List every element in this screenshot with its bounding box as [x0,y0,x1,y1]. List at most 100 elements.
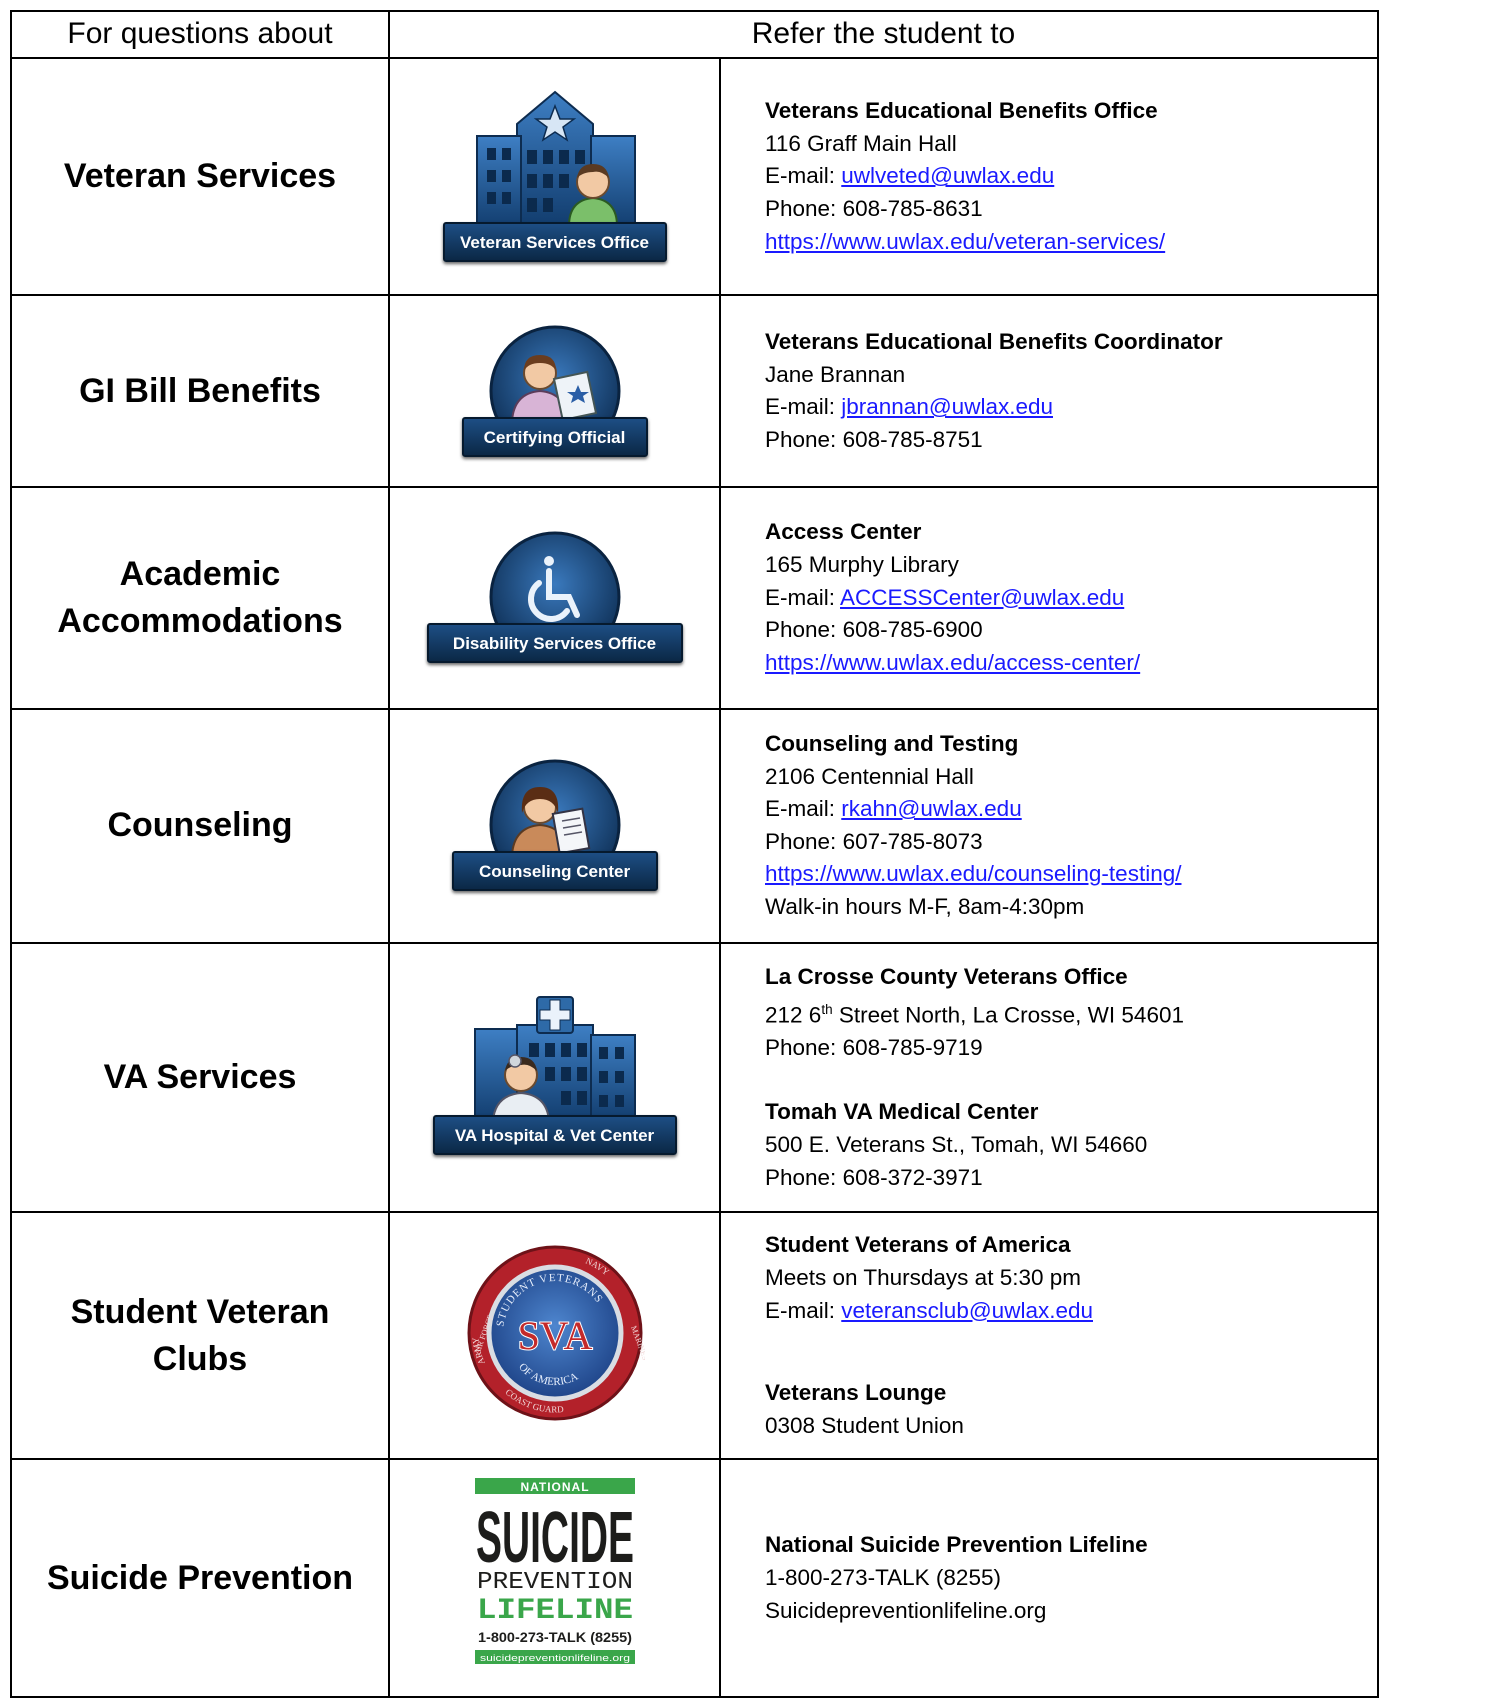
email-link[interactable]: jbrannan@uwlax.edu [841,394,1053,420]
header-row: For questions about Refer the student to [10,10,1379,59]
topic-label: GI Bill Benefits [79,371,321,410]
sva-seal-icon: ARMY NAVY COAST GUARD AIR FORCE MARINES … [465,1243,645,1423]
logo-suicide: SUICIDE [476,1498,634,1578]
topic-label: Veteran Services [63,157,337,196]
website-link[interactable]: https://www.uwlax.edu/veteran-services/ [765,228,1166,254]
contact-email-line: E-mail: uwlveted@uwlax.edu [765,160,1377,193]
topic-label-line1: Student Veteran [70,1292,330,1331]
contact-cell: Access Center 165 Murphy Library E-mail:… [719,486,1379,710]
topic-label-line1: Academic [119,554,281,593]
contact-title: Counseling and Testing [765,730,1019,756]
badge-label: Veteran Services Office [442,222,667,263]
contact-address-2: 0308 Student Union [765,1412,964,1438]
logo-site: suicidepreventionlifeline.org [480,1653,630,1663]
logo-prevention: PREVENTION [477,1569,633,1596]
topic-label: Suicide Prevention [46,1558,354,1597]
contact-email-line: E-mail: rkahn@uwlax.edu [765,793,1377,826]
contact-title: National Suicide Prevention Lifeline [765,1532,1148,1558]
topic-label: VA Services [103,1058,297,1097]
va-hospital-icon: VA Hospital & Vet Center [432,995,677,1156]
website-link[interactable]: https://www.uwlax.edu/counseling-testing… [765,861,1182,887]
contact-phone: Phone: 608-785-8751 [765,426,983,452]
badge-label: VA Hospital & Vet Center [432,1115,677,1156]
seal-text-center: SVA [517,1313,592,1358]
table-row: Counseling Counseling Center Counseling … [10,707,1379,944]
topic-cell: Suicide Prevention [10,1458,390,1698]
table-row: GI Bill Benefits Certifying Official Vet… [10,294,1379,489]
suicide-prevention-lifeline-logo: NATIONAL SUICIDE PREVENTION LIFELINE 1-8… [474,1477,635,1674]
disability-services-office-icon: Disability Services Office [426,527,683,664]
icon-cell: VA Hospital & Vet Center [388,941,721,1214]
topic-label: Counseling [107,806,293,845]
topic-label-line2: Clubs [152,1339,248,1378]
logo-lifeline: LIFELINE [477,1594,633,1628]
contact-meets: Meets on Thursdays at 5:30 pm [765,1265,1081,1291]
website-link[interactable]: https://www.uwlax.edu/access-center/ [765,649,1141,675]
badge-label: Counseling Center [451,851,658,892]
contact-email-line: E-mail: jbrannan@uwlax.edu [765,391,1377,424]
contact-address: 165 Murphy Library [765,551,959,577]
contact-email-line: E-mail: ACCESSCenter@uwlax.edu [765,582,1377,615]
topic-label-line2: Accommodations [57,601,343,640]
email-label: E-mail: [765,394,842,420]
contact-title: Veterans Educational Benefits Coordinato… [765,329,1223,355]
contact-phone: Phone: 608-785-6900 [765,617,983,643]
contact-site: Suicidepreventionlifeline.org [765,1597,1047,1623]
header-refer: Refer the student to [388,10,1379,59]
topic-cell: Academic Accommodations [10,486,390,710]
email-label: E-mail: [765,163,842,189]
contact-phone: 1-800-273-TALK (8255) [765,1564,1001,1590]
icon-cell: ARMY NAVY COAST GUARD AIR FORCE MARINES … [388,1211,721,1461]
contact-person: Jane Brannan [765,361,906,387]
contact-title: La Crosse County Veterans Office [765,964,1128,990]
contact-hours: Walk-in hours M-F, 8am-4:30pm [765,893,1085,919]
topic-cell: Student Veteran Clubs [10,1211,390,1461]
icon-cell: Certifying Official [388,294,721,489]
logo-phone: 1-800-273-TALK (8255) [478,1629,632,1645]
header-questions: For questions about [10,10,390,59]
table-row: Veteran Services [10,56,1379,297]
contact-cell: Veterans Educational Benefits Office 116… [719,56,1379,297]
contact-address: 212 6th Street North, La Crosse, WI 5460… [765,994,1377,1032]
topic-cell: VA Services [10,941,390,1214]
spacer [765,1064,1377,1096]
badge-label: Certifying Official [461,416,648,457]
contact-email-line: E-mail: veteransclub@uwlax.edu [765,1295,1377,1328]
contact-cell: Counseling and Testing 2106 Centennial H… [719,707,1379,944]
icon-cell: Disability Services Office [388,486,721,710]
email-link[interactable]: rkahn@uwlax.edu [841,796,1022,822]
email-label: E-mail: [765,796,842,822]
topic-cell: Veteran Services [10,56,390,297]
email-link[interactable]: ACCESSCenter@uwlax.edu [840,584,1125,610]
topic-cell: GI Bill Benefits [10,294,390,489]
contact-phone: Phone: 608-785-9719 [765,1034,983,1060]
badge-label: Disability Services Office [426,623,683,664]
veteran-services-office-icon: Veteran Services Office [442,86,667,263]
logo-national: NATIONAL [520,1480,589,1494]
email-link[interactable]: veteransclub@uwlax.edu [841,1297,1093,1323]
contact-phone: Phone: 608-785-8631 [765,195,983,221]
icon-cell: Veteran Services Office [388,56,721,297]
contact-title: Student Veterans of America [765,1232,1071,1258]
email-link[interactable]: uwlveted@uwlax.edu [841,163,1055,189]
contact-title: Veterans Educational Benefits Office [765,98,1158,124]
counseling-center-icon: Counseling Center [451,755,658,892]
referral-table: For questions about Refer the student to… [10,10,1379,1698]
contact-title-2: Veterans Lounge [765,1380,947,1406]
contact-cell: Veterans Educational Benefits Coordinato… [719,294,1379,489]
contact-address-2: 500 E. Veterans St., Tomah, WI 54660 [765,1131,1148,1157]
contact-address: 2106 Centennial Hall [765,763,974,789]
table-row: Student Veteran Clubs ARMY [10,1211,1379,1461]
spacer [765,1327,1377,1377]
contact-cell: Student Veterans of America Meets on Thu… [719,1211,1379,1461]
address-superscript: th [821,1001,833,1017]
email-label: E-mail: [765,584,841,610]
email-label: E-mail: [765,1297,842,1323]
contact-cell: National Suicide Prevention Lifeline 1-8… [719,1458,1379,1698]
icon-cell: Counseling Center [388,707,721,944]
icon-cell: NATIONAL SUICIDE PREVENTION LIFELINE 1-8… [388,1458,721,1698]
address-part: Street North, La Crosse, WI 54601 [832,1002,1184,1028]
contact-cell: La Crosse County Veterans Office 212 6th… [719,941,1379,1214]
address-part: 212 6 [765,1002,822,1028]
contact-phone: Phone: 607-785-8073 [765,828,983,854]
